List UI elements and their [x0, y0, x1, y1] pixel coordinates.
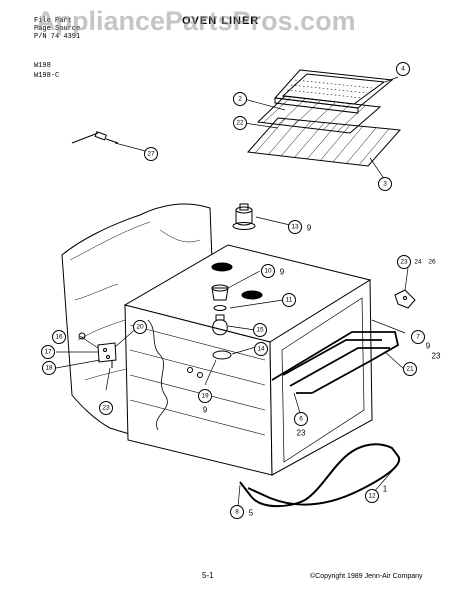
callout-17: 17 [44, 349, 52, 356]
callout-1: 1 [383, 485, 388, 494]
callout-16: 16 [55, 334, 63, 341]
callout-18: 18 [45, 365, 53, 372]
oven-light-assembly [211, 284, 232, 360]
copyright-notice: ©Copyright 1989 Jenn-Air Company [310, 573, 423, 580]
callout-circles [41, 62, 425, 519]
element-bracket [394, 289, 416, 309]
callout-19: 19 [201, 393, 209, 400]
header-line-2: Page Source [34, 25, 81, 33]
callout-24: 24 [414, 259, 422, 266]
header-part-number: P/N 74 4391 [34, 33, 81, 41]
callout-23-left: 23 [102, 405, 110, 412]
callout-23-ref-bottom: 23 [297, 429, 306, 438]
callout-9-ref-d: 9 [203, 406, 208, 415]
callout-21: 21 [406, 366, 414, 373]
callout-9-ref-c: 9 [426, 342, 431, 351]
callout-22: 22 [236, 120, 244, 127]
oven-rack [246, 117, 402, 167]
callout-8: 8 [235, 509, 239, 516]
callout-10: 10 [264, 268, 272, 275]
callout-26: 26 [428, 259, 436, 266]
model-number-1: W198 [34, 62, 51, 70]
terminal-bracket [78, 332, 117, 368]
callout-9-ref-a: 9 [307, 224, 312, 233]
diagram-title: OVEN LINER [182, 15, 260, 27]
light-socket [232, 203, 256, 230]
callout-6: 6 [299, 416, 303, 423]
leader-lines [55, 76, 409, 508]
header-line-1: File Part [34, 17, 72, 25]
callout-11: 11 [286, 297, 293, 304]
callout-5: 5 [249, 509, 254, 518]
callout-23-top: 23 [400, 259, 408, 266]
page-number: 5-1 [202, 571, 214, 580]
callout-13: 13 [291, 224, 299, 231]
callout-15: 15 [256, 327, 264, 334]
callout-3: 3 [383, 181, 387, 188]
broil-rack [256, 95, 382, 134]
callout-labels: 4 2 22 3 27 13 9 10 9 11 15 14 23 24 26 … [44, 66, 441, 518]
callout-9-ref-b: 9 [280, 268, 285, 277]
callout-4: 4 [401, 66, 405, 73]
callout-12: 12 [368, 493, 376, 500]
oven-liner-box [123, 244, 373, 476]
callout-27: 27 [147, 151, 155, 158]
bake-element [239, 443, 401, 508]
meat-probe [71, 131, 119, 144]
broil-element [271, 331, 400, 394]
callout-23-ref: 23 [432, 352, 441, 361]
callout-7: 7 [416, 334, 420, 341]
callout-2: 2 [238, 96, 242, 103]
watermark: AppliancePartsPros.com [36, 6, 356, 36]
callout-14: 14 [257, 346, 265, 353]
callout-20: 20 [136, 324, 144, 331]
model-number-2: W198-C [34, 72, 60, 80]
